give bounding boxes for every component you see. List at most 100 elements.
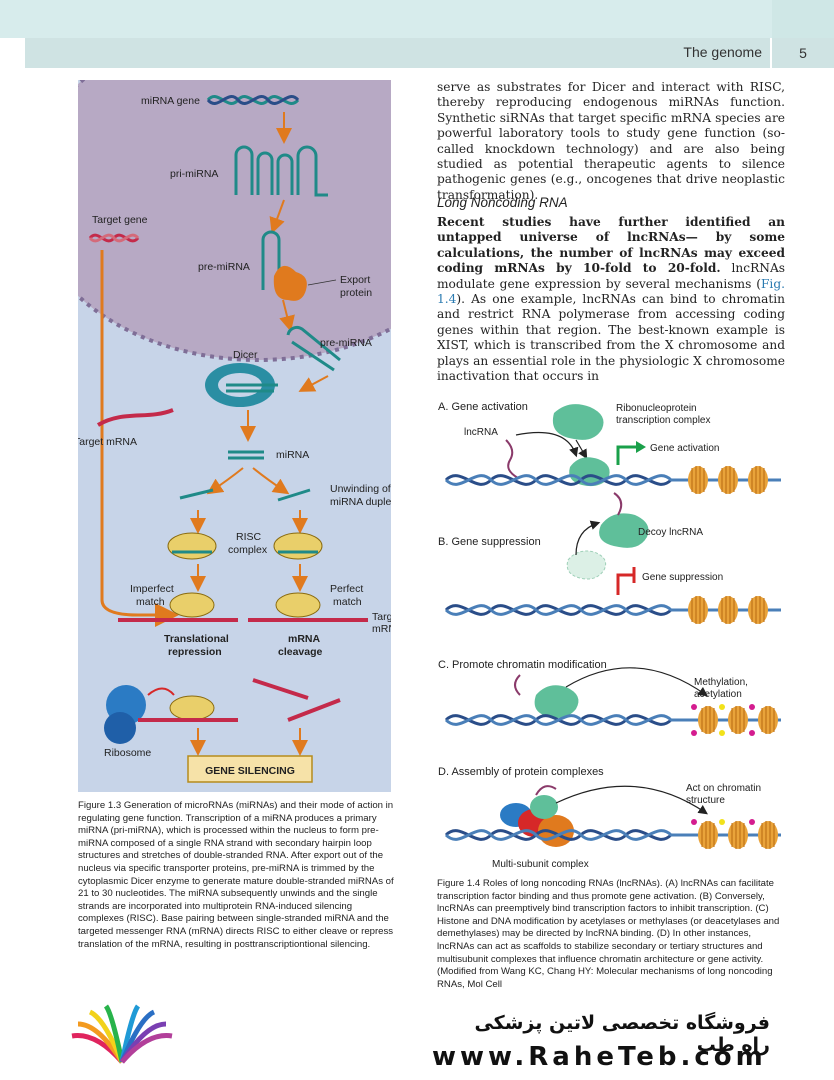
label-ribosome: Ribosome bbox=[104, 747, 151, 759]
label-target-gene: Target gene bbox=[92, 214, 148, 226]
top-band bbox=[0, 0, 834, 38]
panel-b: B. Gene suppression Decoy lncRNA Gene su… bbox=[438, 492, 781, 625]
panel-c-mod-2: acetylation bbox=[694, 689, 742, 700]
label-dicer: Dicer bbox=[233, 349, 258, 361]
empty-site bbox=[566, 550, 607, 580]
label-translational-2: repression bbox=[168, 646, 222, 658]
rnp-on-dna bbox=[569, 457, 610, 487]
panel-a-rnp-1: Ribonucleoprotein bbox=[616, 403, 697, 414]
risc-target-left bbox=[118, 592, 238, 622]
pri-mirna-hairpins bbox=[234, 145, 328, 197]
panel-d-title: D. Assembly of protein complexes bbox=[438, 766, 604, 778]
export-protein bbox=[273, 265, 307, 301]
figure-1-4: A. Gene activation Ribonucleoprotein tra… bbox=[436, 395, 786, 875]
label-imperfect-2: match bbox=[136, 596, 165, 608]
label-export-protein-2: protein bbox=[340, 287, 372, 299]
ribosome bbox=[104, 685, 238, 744]
pre-mirna-cytoplasm bbox=[286, 325, 341, 372]
mirna-strand-left bbox=[179, 488, 214, 500]
para-2-part-b: ). As one example, lncRNAs can bind to c… bbox=[437, 292, 785, 384]
figure-1-4-caption-text: Roles of long noncoding RNAs (lncRNAs). … bbox=[437, 878, 780, 990]
mirna-duplex bbox=[228, 450, 264, 460]
mirna-pathway-diagram: miRNA gene pri-miRNA Target gene pre-miR… bbox=[78, 80, 391, 783]
top-band-corner bbox=[772, 0, 834, 38]
figure-1-3-caption-text: Generation of microRNAs (miRNAs) and the… bbox=[78, 800, 394, 950]
panel-b-effect: Gene suppression bbox=[642, 572, 723, 583]
label-target-mrna-right-1: Target bbox=[372, 611, 391, 623]
label-pre-mirna-nucleus: pre-miRNA bbox=[198, 261, 250, 273]
section-heading: Long Noncoding RNA bbox=[437, 195, 568, 210]
panel-a-rnp-2: transcription complex bbox=[616, 415, 710, 426]
lncrna-roles-diagram: A. Gene activation Ribonucleoprotein tra… bbox=[438, 401, 781, 870]
nuclear-envelope bbox=[78, 80, 391, 362]
panel-d-act-2: structure bbox=[686, 795, 725, 806]
panel-a-lncrna: lncRNA bbox=[464, 427, 498, 438]
panel-d: D. Assembly of protein complexes Act on … bbox=[438, 766, 781, 870]
risc-complex-right bbox=[273, 532, 323, 560]
label-pri-mirna: pri-miRNA bbox=[170, 168, 218, 180]
panel-c-title: C. Promote chromatin modification bbox=[438, 659, 607, 671]
panel-c: C. Promote chromatin modification Methyl… bbox=[438, 659, 781, 736]
activation-arrow bbox=[616, 445, 636, 465]
section-title: The genome bbox=[683, 44, 762, 60]
rnp-complex bbox=[552, 404, 604, 440]
body-paragraph-2: Recent studies have further identified a… bbox=[437, 215, 785, 384]
target-gene-dna bbox=[88, 233, 140, 243]
footer-area bbox=[0, 990, 834, 1080]
decoy-bound-factor bbox=[599, 513, 649, 548]
lncrna-strand-a bbox=[505, 439, 519, 479]
figure-1-4-caption: Figure 1.4 Roles of long noncoding RNAs … bbox=[437, 878, 787, 991]
panel-a-effect: Gene activation bbox=[650, 443, 720, 454]
panel-a: A. Gene activation Ribonucleoprotein tra… bbox=[438, 401, 781, 495]
label-target-mrna-right-2: mRNA bbox=[372, 623, 391, 635]
panel-b-title: B. Gene suppression bbox=[438, 536, 541, 548]
figure-reference-link[interactable]: Fig. 1.4 bbox=[437, 276, 785, 307]
gene-silencing-box bbox=[187, 755, 313, 783]
panel-d-act-1: Act on chromatin bbox=[686, 783, 761, 794]
target-mrna-strand bbox=[96, 408, 174, 427]
label-unwinding-1: Unwinding of bbox=[330, 483, 391, 495]
label-pre-mirna-cyto: pre-miRNA bbox=[320, 337, 372, 349]
label-export-protein-1: Export bbox=[340, 274, 370, 286]
para-2-bold: Recent studies have further identified a… bbox=[437, 215, 785, 276]
label-mirna-gene: miRNA gene bbox=[141, 95, 200, 107]
label-risc-1: RISC bbox=[236, 531, 262, 543]
book-logo-icon bbox=[71, 1004, 173, 1064]
risc-target-right bbox=[248, 592, 368, 622]
promo-url[interactable]: www.RaheTeb.com bbox=[432, 1042, 767, 1072]
label-perfect-2: match bbox=[333, 596, 362, 608]
modifier-complex bbox=[534, 685, 579, 718]
inhibit-marker bbox=[616, 573, 634, 595]
dicer-enzyme bbox=[205, 363, 278, 407]
label-mrna-cleavage-2: cleavage bbox=[278, 646, 323, 658]
label-mrna-cleavage-1: mRNA bbox=[288, 633, 321, 645]
panel-a-title: A. Gene activation bbox=[438, 401, 528, 413]
body-paragraph-1: serve as substrates for Dicer and intera… bbox=[437, 80, 785, 203]
label-risc-2: complex bbox=[228, 544, 268, 556]
pre-mirna-nucleus bbox=[261, 230, 281, 290]
panel-b-decoy: Decoy lncRNA bbox=[638, 527, 703, 538]
figure-1-3-caption-label: Figure 1.3 bbox=[78, 800, 122, 811]
label-perfect-1: Perfect bbox=[330, 583, 363, 595]
mirna-strand-right bbox=[277, 488, 311, 502]
label-gene-silencing: GENE SILENCING bbox=[205, 765, 295, 777]
page-number: 5 bbox=[771, 38, 834, 68]
label-mirna: miRNA bbox=[276, 449, 309, 461]
running-header: The genome 5 bbox=[0, 38, 834, 68]
figure-1-3: miRNA gene pri-miRNA Target gene pre-miR… bbox=[78, 80, 391, 792]
figure-1-4-caption-label: Figure 1.4 bbox=[437, 878, 481, 889]
label-unwinding-2: miRNA duplex bbox=[330, 496, 391, 508]
mrna-fragment-1 bbox=[252, 678, 309, 700]
para-2-part-a: lncRNAs modulate gene expression by seve… bbox=[437, 261, 785, 291]
para-siRNA: serve as substrates for Dicer and intera… bbox=[437, 80, 785, 202]
figure-1-3-caption: Figure 1.3 Generation of microRNAs (miRN… bbox=[78, 800, 396, 951]
label-translational-1: Translational bbox=[164, 633, 229, 645]
label-imperfect-1: Imperfect bbox=[130, 583, 174, 595]
mrna-fragment-2 bbox=[287, 698, 341, 722]
risc-complex-left bbox=[167, 532, 217, 560]
label-target-mrna-left: Target mRNA bbox=[78, 436, 137, 448]
running-header-bar bbox=[25, 38, 770, 68]
mirna-gene-dna bbox=[206, 95, 300, 105]
promo-title: فروشگاه تخصصی لاتین پزشکی راه طب bbox=[474, 1012, 770, 1056]
panel-d-complex: Multi-subunit complex bbox=[492, 859, 589, 870]
